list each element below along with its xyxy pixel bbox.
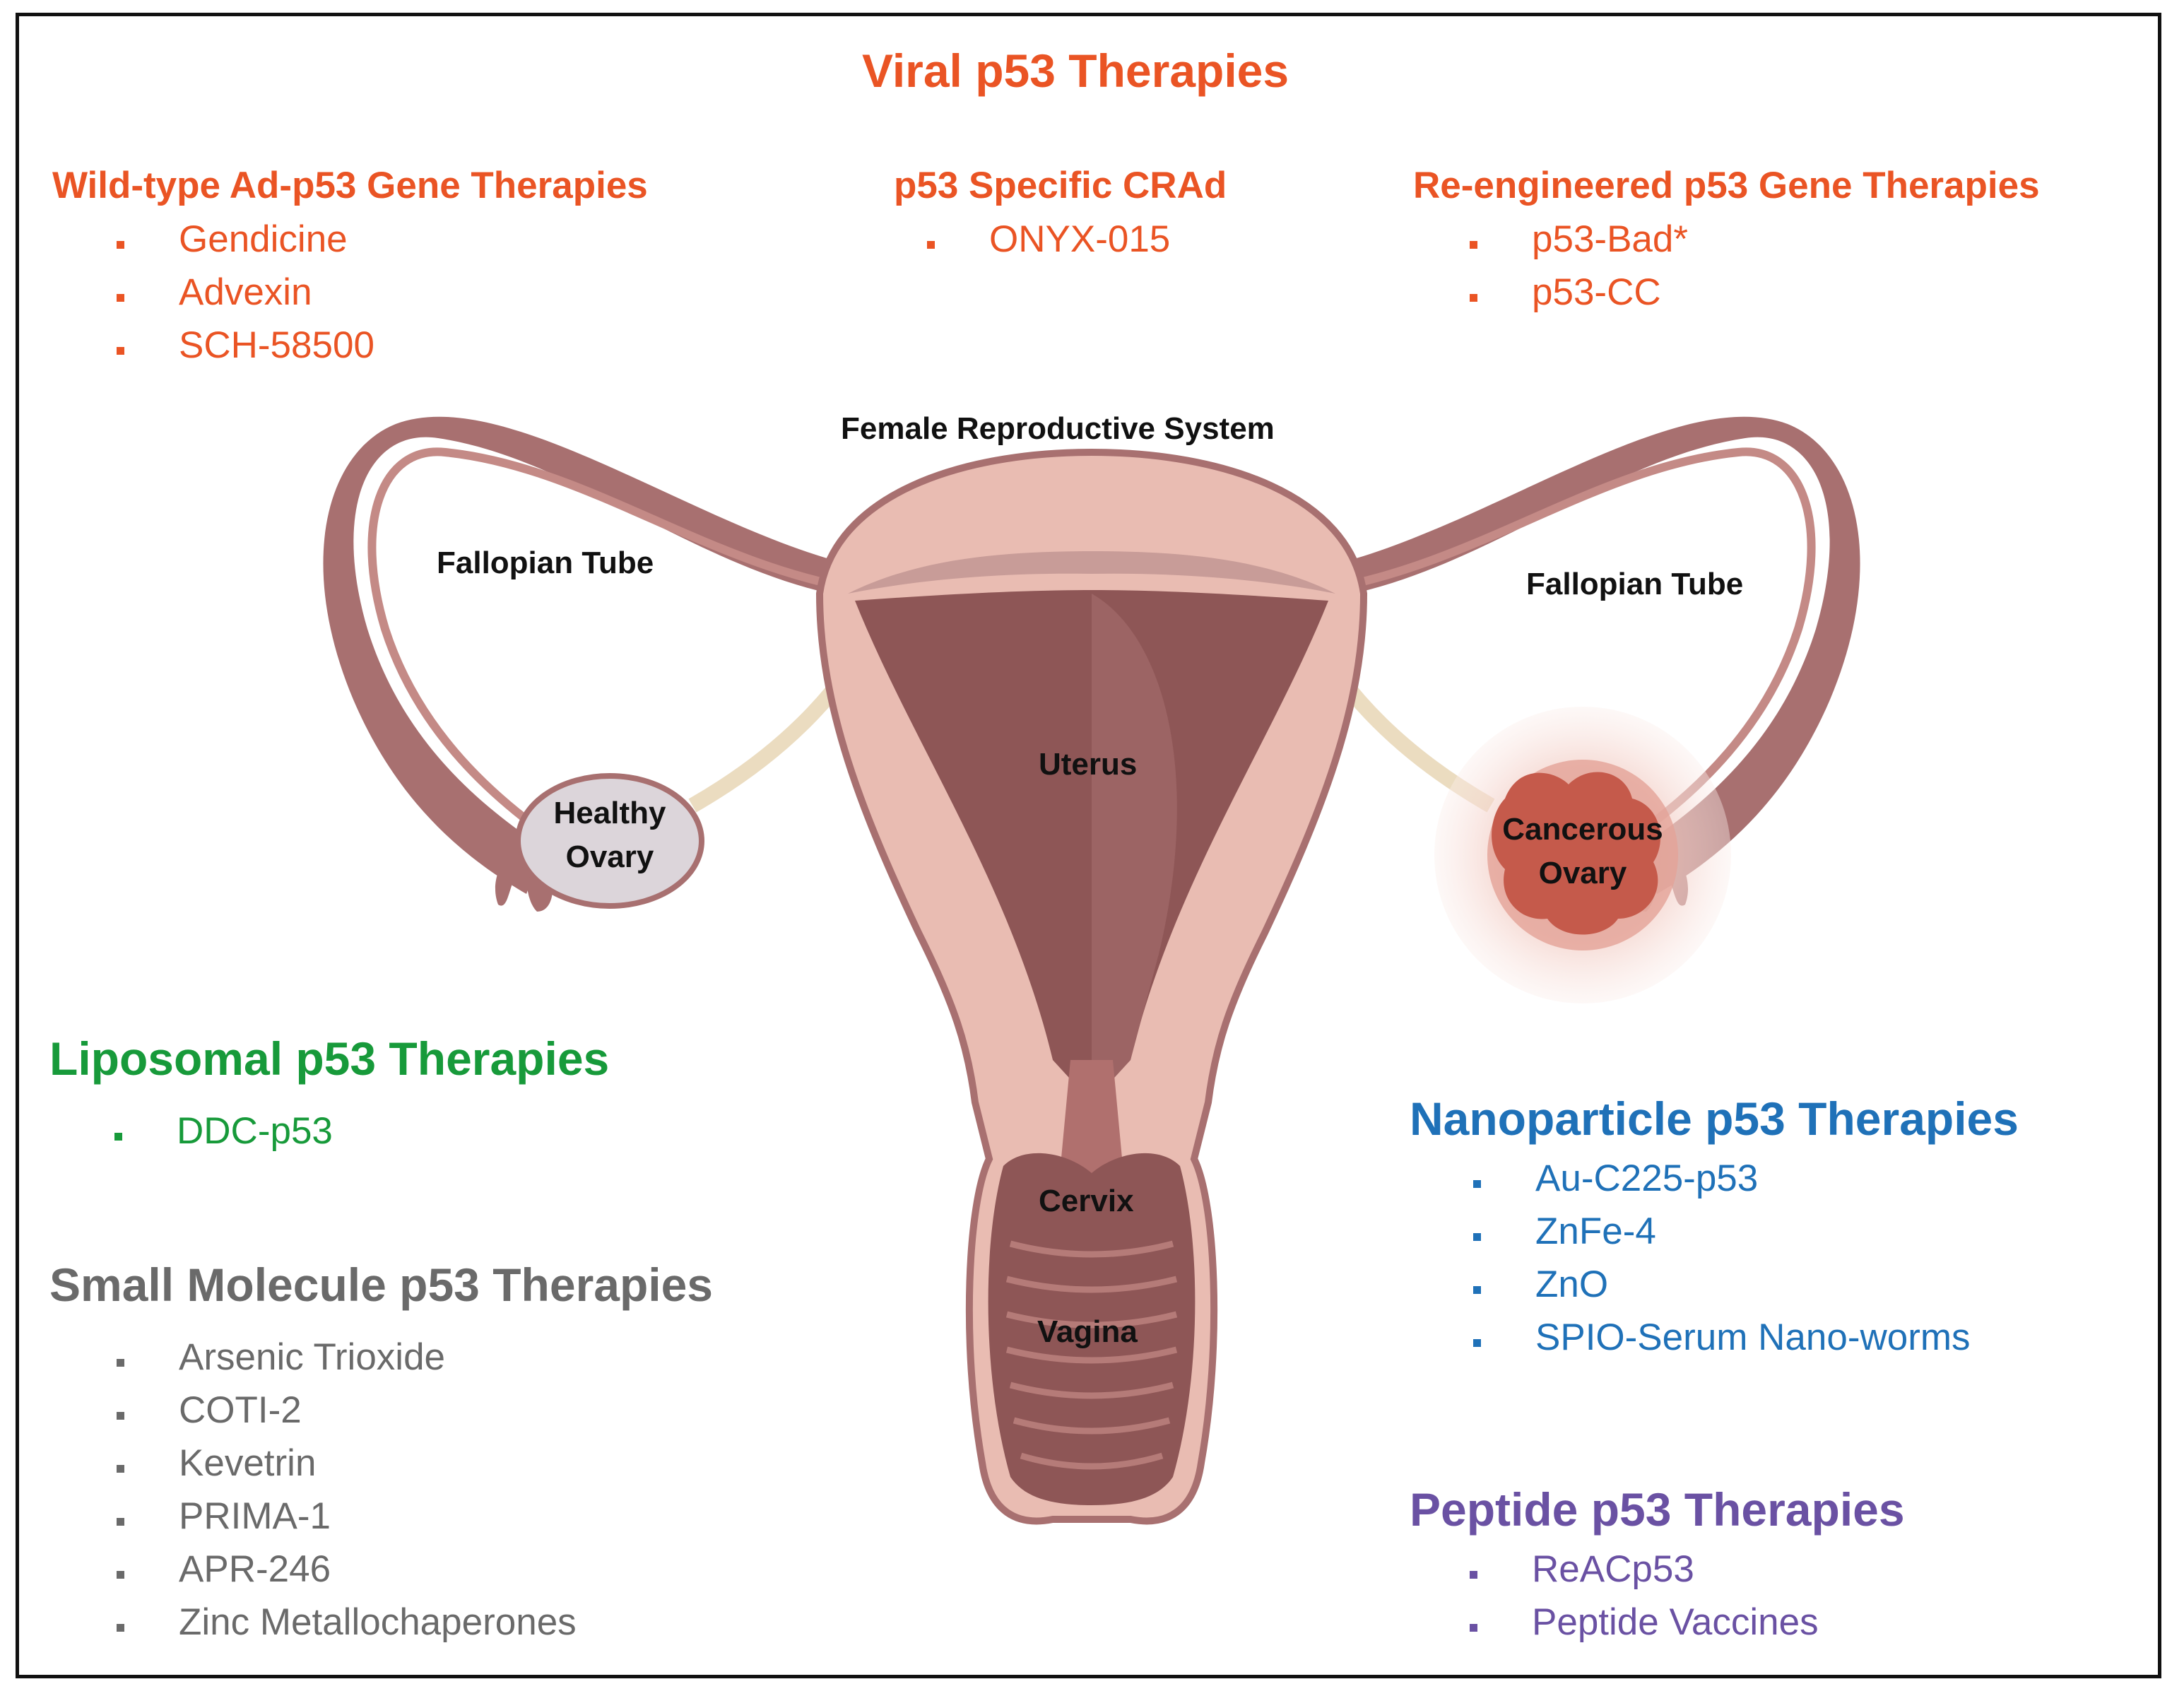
left-ovarian-ligament — [688, 666, 854, 813]
reengineered-list: p53-Bad* p53-CC — [1468, 218, 1688, 324]
liposomal-list: DDC-p53 — [113, 1109, 333, 1162]
uterus-label: Uterus — [1039, 747, 1138, 782]
crad-list: ONYX-015 — [926, 218, 1170, 271]
bullet-icon — [1470, 1623, 1477, 1632]
bullet-icon — [117, 1411, 124, 1420]
list-item: SPIO-Serum Nano-worms — [1472, 1316, 1971, 1369]
peptide-group-title: Peptide p53 Therapies — [1410, 1483, 1905, 1536]
healthy-ovary — [515, 773, 704, 909]
list-item: SCH-58500 — [115, 324, 374, 377]
list-item: ReACp53 — [1468, 1548, 1819, 1601]
bullet-icon — [117, 1464, 124, 1473]
bullet-icon — [117, 1623, 124, 1632]
crad-group-title: p53 Specific CRAd — [894, 165, 1227, 206]
bullet-icon — [927, 240, 935, 249]
bullet-icon — [117, 346, 124, 355]
list-item: ZnO — [1472, 1263, 1971, 1316]
reengineered-group-title: Re-engineered p53 Gene Therapies — [1413, 165, 2040, 206]
bullet-icon — [1470, 1570, 1477, 1579]
bullet-icon — [117, 1517, 124, 1526]
list-item: APR-246 — [115, 1548, 577, 1601]
page-title: Viral p53 Therapies — [862, 45, 1289, 97]
left-fallopian-tube — [323, 416, 869, 894]
bullet-icon — [114, 1132, 122, 1141]
wildtype-group-title: Wild-type Ad-p53 Gene Therapies — [52, 165, 648, 206]
list-item: Kevetrin — [115, 1442, 577, 1495]
organ-title: Female Reproductive System — [841, 411, 1275, 446]
list-item: Advexin — [115, 271, 374, 324]
list-item: ZnFe-4 — [1472, 1210, 1971, 1263]
nanoparticle-group-title: Nanoparticle p53 Therapies — [1410, 1093, 2019, 1145]
list-item: Arsenic Trioxide — [115, 1336, 577, 1389]
bullet-icon — [1473, 1285, 1481, 1294]
list-item: DDC-p53 — [113, 1109, 333, 1162]
peptide-list: ReACp53 Peptide Vaccines — [1468, 1548, 1819, 1654]
list-item: PRIMA-1 — [115, 1495, 577, 1548]
liposomal-group-title: Liposomal p53 Therapies — [49, 1032, 610, 1085]
bullet-icon — [1470, 240, 1477, 249]
bullet-icon — [117, 293, 124, 302]
healthy-ovary-label: Healthy Ovary — [553, 796, 666, 874]
list-item: Zinc Metallochaperones — [115, 1601, 577, 1654]
bullet-icon — [1473, 1232, 1481, 1241]
cervix-label: Cervix — [1039, 1184, 1134, 1218]
list-item: p53-Bad* — [1468, 218, 1688, 271]
list-item: ONYX-015 — [926, 218, 1170, 271]
vaginal-canal — [988, 1153, 1196, 1505]
vagina-label: Vagina — [1037, 1314, 1138, 1349]
cancerous-ovary-label: Cancerous Ovary — [1502, 812, 1663, 890]
list-item: Gendicine — [115, 218, 374, 271]
fallopian-tube-left-label: Fallopian Tube — [437, 546, 654, 580]
bullet-icon — [1470, 293, 1477, 302]
list-item: COTI-2 — [115, 1389, 577, 1442]
small-molecule-list: Arsenic Trioxide COTI-2 Kevetrin PRIMA-1… — [115, 1336, 577, 1654]
bullet-icon — [117, 240, 124, 249]
list-item: p53-CC — [1468, 271, 1688, 324]
nanoparticle-list: Au-C225-p53 ZnFe-4 ZnO SPIO-Serum Nano-w… — [1472, 1157, 1971, 1369]
small-molecule-group-title: Small Molecule p53 Therapies — [49, 1259, 714, 1311]
right-fallopian-tube — [1314, 416, 1860, 894]
bullet-icon — [1473, 1338, 1481, 1347]
cancerous-ovary — [1492, 772, 1660, 935]
bullet-icon — [1473, 1179, 1481, 1188]
figure-frame — [16, 13, 2161, 1678]
bullet-icon — [117, 1358, 124, 1367]
list-item: Au-C225-p53 — [1472, 1157, 1971, 1210]
wildtype-list: Gendicine Advexin SCH-58500 — [115, 218, 374, 377]
bullet-icon — [117, 1570, 124, 1579]
list-item: Peptide Vaccines — [1468, 1601, 1819, 1654]
fallopian-tube-right-label: Fallopian Tube — [1526, 567, 1744, 601]
